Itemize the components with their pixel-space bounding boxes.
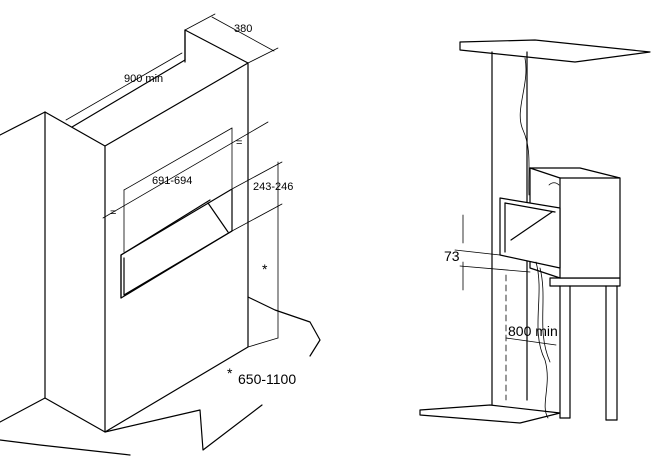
height-asterisk-mark: * bbox=[262, 261, 268, 277]
niche-width-dimension-label: 691-694 bbox=[152, 175, 192, 187]
niche-height-dimension-label: 243-246 bbox=[253, 181, 293, 193]
asterisk-mark: * bbox=[227, 365, 233, 381]
gap-dimension-label: 73 bbox=[444, 248, 460, 264]
depth-dimension-label: 380 bbox=[234, 23, 252, 35]
floor-clearance-dimension-label: 800 min bbox=[508, 323, 558, 339]
equal-mark-right: = bbox=[236, 137, 242, 149]
floor-height-dimension-label: 650-1100 bbox=[238, 371, 296, 387]
left-wall-niche-drawing: 380 900 min 691-694 = = 243-246 * * 650-… bbox=[0, 13, 321, 456]
equal-mark-left: = bbox=[110, 207, 116, 219]
right-cabinet-drawing: 73 800 min bbox=[419, 39, 651, 424]
width-min-dimension-label: 900 min bbox=[124, 73, 163, 85]
